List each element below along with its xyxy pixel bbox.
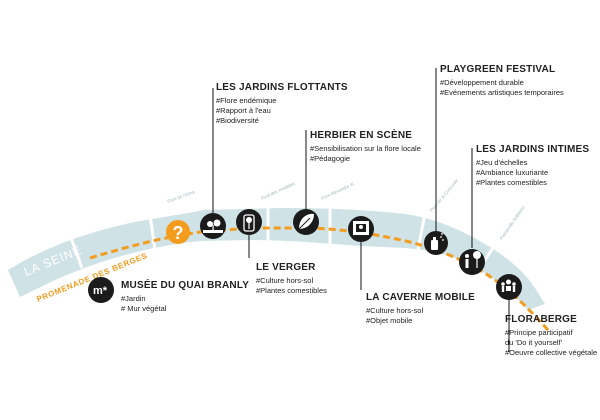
block-musee: MUSÉE DU QUAI BRANLY #Jardin # Mur végét…: [121, 280, 249, 314]
fruit-tree-icon: [243, 214, 255, 232]
stop-caverne[interactable]: [348, 216, 374, 242]
tag: #Plantes comestibles: [256, 286, 327, 295]
bridge-label-5: Passerelle Solférino: [499, 205, 526, 241]
block-verger: LE VERGER #Culture hors-sol #Plantes com…: [256, 262, 327, 296]
block-flottants: LES JARDINS FLOTTANTS #Flore endémique #…: [216, 82, 348, 126]
tag: #Biodiversité: [216, 116, 259, 125]
tag: #Objet mobile: [366, 316, 413, 325]
block-caverne: LA CAVERNE MOBILE #Culture hors-sol #Obj…: [366, 292, 475, 326]
stop-title-playgreen: PLAYGREEN FESTIVAL: [440, 64, 556, 75]
tag: #Evénements artistiques temporaires: [440, 88, 564, 97]
tag: #Rapport à l'eau: [216, 106, 271, 115]
tag: #Oeuvre collective végétale: [505, 348, 598, 357]
tag: #Culture hors-sol: [366, 306, 424, 315]
stop-title-caverne: LA CAVERNE MOBILE: [366, 292, 475, 303]
tag: #Plantes comestibles: [476, 178, 547, 187]
m-star-logo-icon: m*: [93, 285, 108, 297]
stop-title-intimes: LES JARDINS INTIMES: [476, 144, 590, 155]
stop-herbier[interactable]: [293, 209, 319, 235]
bridge-1: [68, 234, 84, 269]
tag: #Culture hors-sol: [256, 276, 314, 285]
tag: #Pédagogie: [310, 154, 351, 163]
tag: #Développement durable: [440, 78, 524, 87]
stop-musee[interactable]: m*: [88, 277, 114, 303]
bridge-2: [148, 214, 157, 251]
community-garden-icon: [501, 279, 516, 292]
stop-verger[interactable]: [236, 209, 262, 235]
bridge-label-2: Pont des Invalides: [260, 181, 296, 201]
mobile-cabin-icon: [353, 221, 369, 235]
tag: #Jeu d'échelles: [476, 158, 528, 167]
stop-title-herbier: HERBIER EN SCÈNE: [310, 130, 413, 141]
tag: #Flore endémique: [216, 96, 277, 105]
stop-title-floraberge: FLORABERGE: [505, 314, 577, 325]
stop-title-flottants: LES JARDINS FLOTTANTS: [216, 82, 348, 93]
tag: du 'Do it yourself': [505, 338, 563, 347]
bridge-label-3: Pont Alexandre III: [320, 181, 354, 201]
stop-flottants[interactable]: [200, 213, 226, 239]
block-floraberge: FLORABERGE #Principe participatif du 'Do…: [505, 314, 597, 358]
seine-river: [8, 208, 545, 310]
question-mark-icon: ?: [173, 223, 184, 243]
stop-title-musee: MUSÉE DU QUAI BRANLY: [121, 280, 250, 291]
stop-unknown[interactable]: ?: [166, 220, 190, 244]
stop-intimes[interactable]: [459, 249, 485, 275]
tag: # Mur végétal: [121, 304, 167, 313]
block-playgreen: PLAYGREEN FESTIVAL #Développement durabl…: [440, 64, 564, 98]
bridge-label-1: Pont de l'Alma: [167, 189, 196, 204]
tag: #Principe participatif: [505, 328, 573, 337]
tag: #Jardin: [121, 294, 146, 303]
block-herbier: HERBIER EN SCÈNE #Sensibilisation sur la…: [310, 130, 421, 164]
leaf-icon: [298, 213, 314, 230]
spray-can-icon: [431, 233, 444, 250]
floating-garden-icon: [203, 219, 223, 233]
person-in-garden-icon: [465, 251, 481, 268]
bridge-label-4: Pont de la Concorde: [429, 178, 460, 213]
tag: #Ambiance luxuriante: [476, 168, 549, 177]
tag: #Sensibilisation sur la flore locale: [310, 144, 421, 153]
stop-playgreen[interactable]: [424, 231, 448, 255]
block-intimes: LES JARDINS INTIMES #Jeu d'échelles #Amb…: [476, 144, 589, 188]
stop-floraberge[interactable]: [496, 274, 522, 300]
stop-title-verger: LE VERGER: [256, 262, 316, 273]
